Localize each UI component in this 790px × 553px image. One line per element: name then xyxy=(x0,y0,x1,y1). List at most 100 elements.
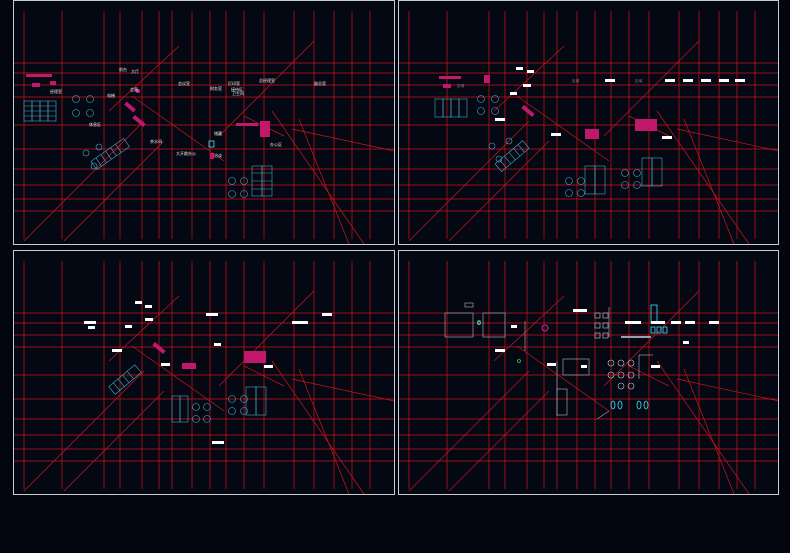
room-label: 大开敞办公 xyxy=(176,150,196,156)
room-label: 总经理室 xyxy=(259,77,275,83)
diagonal-axis-line xyxy=(108,45,180,112)
furniture-table xyxy=(585,129,599,139)
green-markers xyxy=(477,320,521,363)
room-label: 储藏 xyxy=(214,130,222,136)
workstation-cluster xyxy=(434,98,468,118)
furniture-table xyxy=(182,363,196,369)
fixture-tags xyxy=(495,67,745,139)
room-labels: 前台 大厅 会客 电梯 会议室 财务室 打印室 总经理室 副总室 接待区 茶水间… xyxy=(50,66,326,158)
plant-marker xyxy=(136,89,140,93)
chair-group xyxy=(477,95,499,115)
furniture-layer xyxy=(108,341,267,423)
room-label: 大厅 xyxy=(131,68,139,74)
diagonal-axis-line xyxy=(516,95,610,162)
room-label: 打印室 xyxy=(228,80,240,86)
chair-group xyxy=(192,395,248,423)
furniture-table xyxy=(50,81,56,85)
furniture-table xyxy=(26,74,52,77)
drawing-canvas xyxy=(399,261,778,494)
diagonal-axis-line xyxy=(243,365,285,387)
furniture-layer xyxy=(23,74,273,198)
diagonal-axis-line xyxy=(271,110,365,244)
diagonal-axis-line xyxy=(683,118,735,244)
chair-group xyxy=(488,137,513,163)
workstation-cluster xyxy=(23,100,57,122)
room-label: 卫生间 xyxy=(232,90,244,96)
diagonal-axis-line xyxy=(448,140,550,242)
diagonal-axis-line xyxy=(23,120,145,242)
grey-bar xyxy=(621,336,651,338)
diagonal-axis-line xyxy=(516,345,610,412)
room-label: 前台 xyxy=(119,66,127,72)
viewport-ceiling-plan[interactable]: 区域 区域 区域 xyxy=(398,0,779,245)
diagonal-axis-line xyxy=(23,370,145,492)
chair-group xyxy=(72,95,94,117)
drawing-canvas: 前台 大厅 会客 电梯 会议室 财务室 打印室 总经理室 副总室 接待区 茶水间… xyxy=(14,11,394,244)
workstation-cluster xyxy=(251,165,273,197)
diagonal-axis-line xyxy=(493,295,565,362)
furniture-layer xyxy=(434,75,663,197)
room-label: 区域 xyxy=(572,78,580,83)
cyan-fixtures xyxy=(477,304,668,410)
diagonal-axis-line xyxy=(63,390,165,492)
diagonal-axis-line xyxy=(603,290,700,387)
furniture-counter xyxy=(124,101,136,113)
magenta-marker xyxy=(541,324,549,332)
diagonal-axis-line xyxy=(676,378,778,402)
viewport-furniture-plan[interactable] xyxy=(398,250,779,495)
diagonal-axis-line xyxy=(683,368,735,494)
room-label: 茶水间 xyxy=(150,138,162,144)
axis-grid xyxy=(14,11,394,239)
furniture-table xyxy=(244,351,266,363)
diagonal-axis-line xyxy=(656,360,750,494)
diagonal-axis-line xyxy=(656,110,750,244)
room-label: 洽谈 xyxy=(214,152,222,158)
chair-group xyxy=(565,169,641,197)
chair-group xyxy=(228,177,248,198)
diagonal-axis-line xyxy=(271,360,365,494)
chair-group xyxy=(82,143,103,170)
diagonal-axis-line xyxy=(63,140,165,242)
diagonal-axis-line xyxy=(298,368,350,494)
workstation-cluster xyxy=(171,386,267,423)
diagonal-lines xyxy=(23,40,394,244)
room-label: 办公区 xyxy=(270,141,282,147)
diagonal-axis-line xyxy=(408,370,530,492)
furniture-table xyxy=(32,83,40,87)
furniture-counter xyxy=(132,114,146,128)
room-label: 经理室 xyxy=(50,88,62,94)
furniture-table xyxy=(484,75,490,83)
drawing-canvas: 区域 区域 区域 xyxy=(399,11,778,244)
furniture-counter xyxy=(152,341,166,355)
axis-grid xyxy=(14,261,394,489)
diagonal-axis-line xyxy=(291,378,394,402)
diagonal-axis-line xyxy=(291,128,394,152)
room-label: 接待区 xyxy=(231,86,243,92)
diagonal-lines xyxy=(408,40,778,244)
axis-grid xyxy=(399,11,778,239)
room-label: 会客 xyxy=(130,86,138,92)
diagonal-axis-line xyxy=(628,365,670,387)
furniture-table xyxy=(260,121,270,137)
room-label: 区域 xyxy=(635,78,643,83)
room-label: 副总室 xyxy=(314,80,326,86)
furniture-table xyxy=(635,119,657,131)
viewport-lighting-plan[interactable] xyxy=(13,250,395,495)
chair-group xyxy=(607,359,635,390)
room-label: 会议室 xyxy=(178,80,190,86)
viewport-layout-plan[interactable]: 前台 大厅 会客 电梯 会议室 财务室 打印室 总经理室 副总室 接待区 茶水间… xyxy=(13,0,395,245)
diagonal-axis-line xyxy=(603,40,700,137)
diagonal-axis-line xyxy=(493,45,565,112)
fixture-tags xyxy=(84,301,332,444)
diagonal-axis-line xyxy=(218,290,315,387)
diagonal-axis-line xyxy=(408,120,530,242)
diagonal-axis-line xyxy=(676,128,778,152)
workstation-cluster xyxy=(584,157,663,195)
furniture-table xyxy=(236,123,258,126)
room-labels: 区域 区域 区域 xyxy=(457,78,643,88)
cyan-marker xyxy=(208,140,215,148)
diagonal-axis-line xyxy=(131,95,225,162)
furniture-table xyxy=(443,84,451,88)
furniture-table xyxy=(210,153,214,159)
furniture-table xyxy=(439,76,461,79)
